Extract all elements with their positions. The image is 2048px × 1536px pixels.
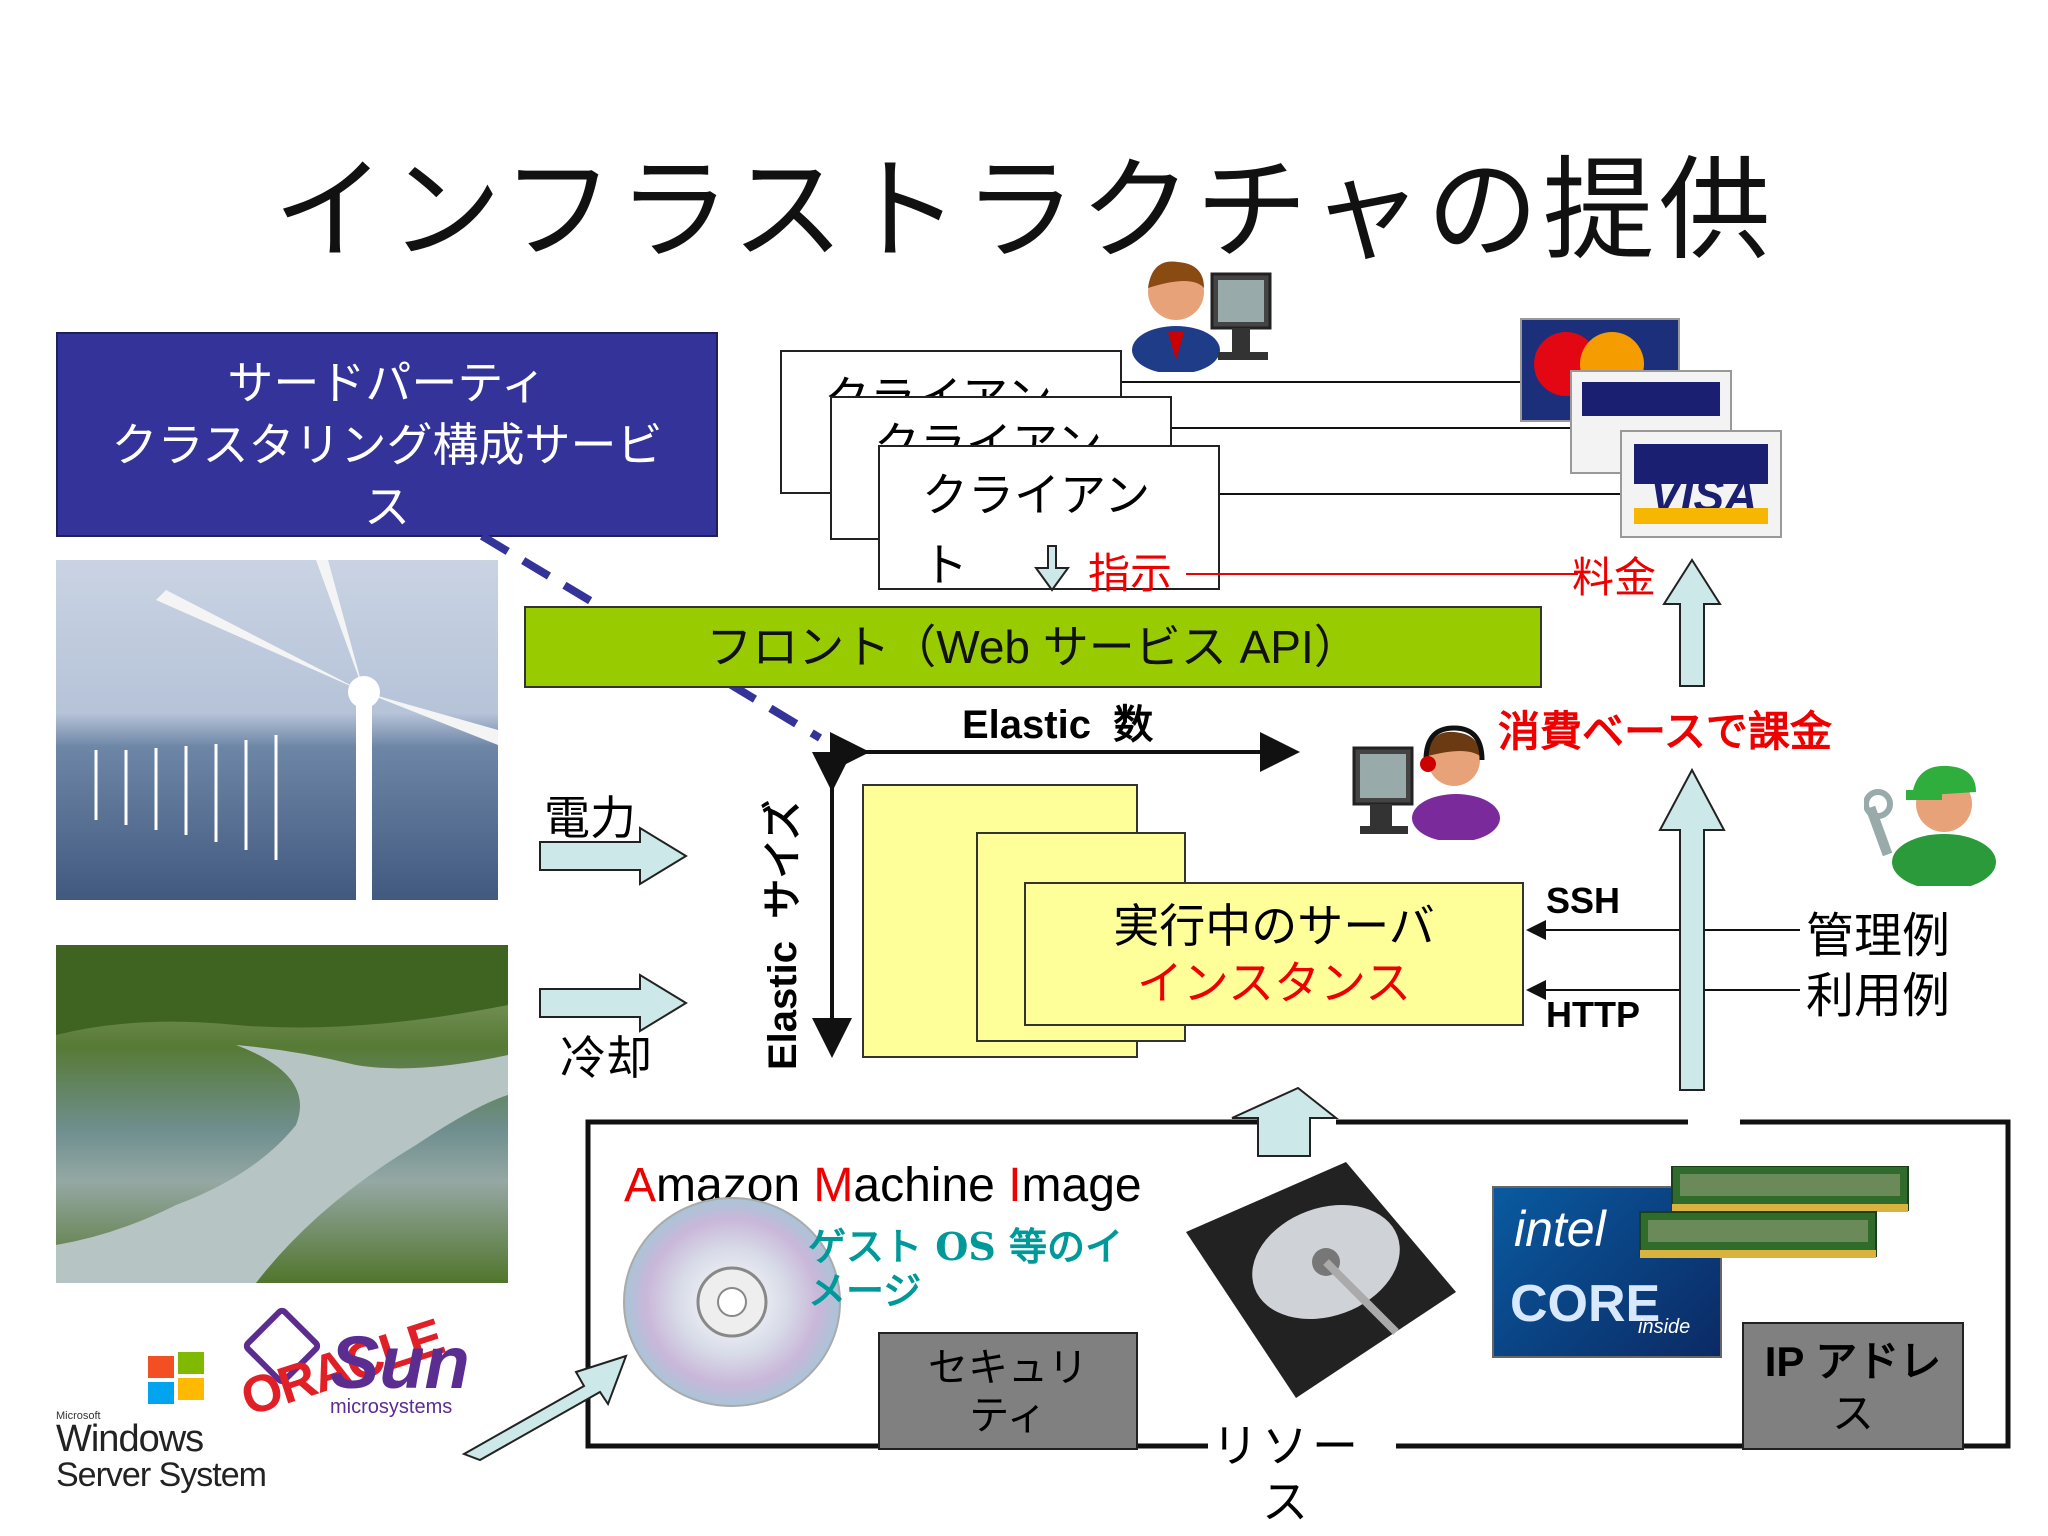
- resource-line2: ス: [1262, 1475, 1308, 1529]
- page-title: インフラストラクチャの提供: [273, 146, 1775, 276]
- fee-label: 料金: [1572, 553, 1657, 602]
- front-web-service-api: フロント（Web サービス API）: [524, 606, 1542, 688]
- support-operator-icon: [1350, 698, 1500, 840]
- vendor-logos: [56, 1300, 476, 1500]
- admin-mechanic-icon: [1864, 746, 2004, 886]
- ip-address-box: IP アドレ ス: [1742, 1322, 1964, 1450]
- river-photo: [56, 945, 508, 1283]
- instance-line2: インスタンス: [1136, 956, 1412, 1010]
- microsystems-label: microsystems: [330, 1396, 453, 1418]
- http-label: HTTP: [1546, 994, 1640, 1035]
- ami-title: Amazon Machine Image: [624, 1159, 1142, 1212]
- server-system-label: Server System: [56, 1456, 267, 1494]
- sun-logo: Sun: [330, 1321, 470, 1404]
- client-user-icon: [1132, 240, 1278, 372]
- consumption-billing-label: 消費ベースで課金: [1498, 707, 1832, 756]
- cd-disc-icon: [618, 1196, 846, 1408]
- elastic-size-label: Elastic サイズ: [761, 800, 805, 1070]
- resource-line1: リソー: [1212, 1419, 1362, 1473]
- windows-label: Windows: [56, 1418, 204, 1460]
- ssh-label: SSH: [1546, 880, 1621, 921]
- power-label: 電力: [544, 791, 636, 845]
- memory-module-icon: [1636, 1166, 1916, 1266]
- wind-turbine-photo: [56, 560, 498, 900]
- usage-example-label: 利用例: [1806, 968, 1951, 1024]
- intel-core-logo: intel CORE inside: [1492, 1186, 1722, 1358]
- instance-line1: 実行中のサーバ: [1113, 899, 1435, 953]
- guest-os-line1: ゲスト OS 等のイ: [808, 1224, 1124, 1269]
- guest-os-line2: メージ: [808, 1268, 922, 1313]
- hard-disk-icon: [1176, 1162, 1456, 1398]
- microsoft-small-label: Microsoft: [56, 1410, 101, 1422]
- management-example-label: 管理例: [1806, 908, 1951, 964]
- third-party-line3: ス: [364, 480, 410, 534]
- third-party-line1: サードパーティ: [227, 356, 547, 410]
- elastic-count-label: Elastic 数: [962, 703, 1154, 747]
- visa-card: VISA: [1620, 430, 1782, 538]
- security-box: セキュリ ティ: [878, 1332, 1138, 1450]
- instance-front: 実行中のサーバ インスタンス: [1024, 882, 1524, 1026]
- third-party-box: サードパーティ クラスタリング構成サービ ス: [56, 332, 718, 537]
- third-party-line2: クラスタリング構成サービ: [111, 418, 663, 472]
- cooling-label: 冷却: [560, 1031, 652, 1085]
- instruction-label: 指示: [1088, 549, 1173, 598]
